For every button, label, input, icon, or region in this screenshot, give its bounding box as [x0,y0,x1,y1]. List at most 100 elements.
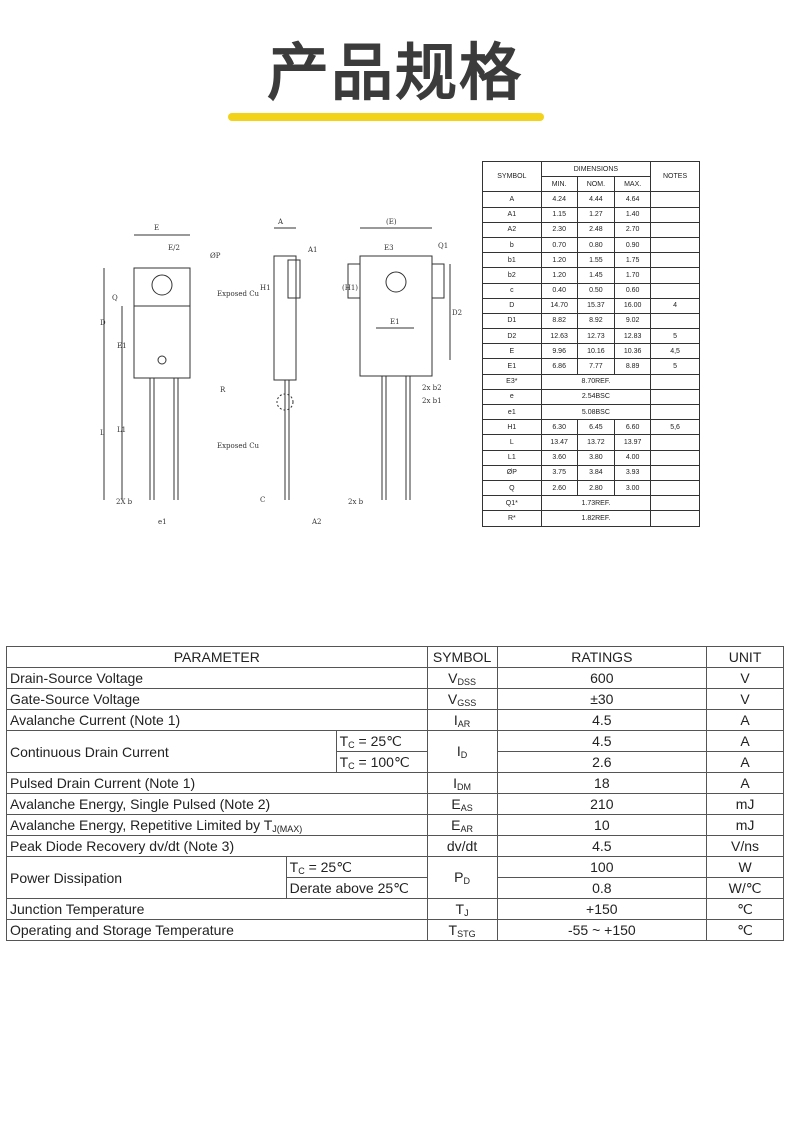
dim-min-cell: 0.40 [540,282,578,299]
dim-notes-cell: 4 [650,297,700,314]
param-cell: Drain-Source Voltage [6,667,428,689]
unit-cell: ℃ [706,919,784,941]
value-cell: 600 [496,667,708,689]
dim-symbol-cell: e [482,388,542,406]
dim-notes-cell [650,267,700,284]
dim-min-cell: 3.75 [540,464,578,481]
dim-symbol-cell: L [482,434,542,451]
symbol-cell: ID [426,730,498,773]
value-cell: 10 [496,814,708,836]
dim-symbol-cell: E1 [482,358,542,375]
dim-nom-cell: 7.77 [576,358,616,375]
dim-nom-cell: 8.92 [576,312,616,330]
title-underline [228,113,544,121]
table-row: Pulsed Drain Current (Note 1) IDM 18 A [6,772,784,794]
label-D2: D2 [452,309,462,317]
dim-nom-cell: 10.16 [576,343,616,360]
dim-min-cell: 2.30 [540,221,578,238]
dim-nom-cell: 2.80 [576,479,616,497]
ratings-header-ratings: RATINGS [496,646,708,668]
unit-cell: V [706,667,784,689]
unit-cell: A [706,730,784,752]
dim-notes-cell [650,449,700,466]
table-row: Avalanche Current (Note 1) IAR 4.5 A [6,709,784,731]
symbol-cell: TSTG [426,919,498,941]
dim-min-cell: 1.20 [540,267,578,284]
dim-notes-cell [650,510,700,527]
dim-max-cell: 1.40 [614,206,652,223]
symbol-cell: VGSS [426,688,498,710]
dim-header-nom: NOM. [576,176,616,193]
dim-symbol-cell: E [482,343,542,360]
symbol-cell: VDSS [426,667,498,689]
table-row: Peak Diode Recovery dv/dt (Note 3) dv/dt… [6,835,784,857]
dim-min-cell: 1.15 [540,206,578,223]
table-row: Power Dissipation TC = 25℃ PD 100 W [6,856,784,899]
dim-max-cell: 10.36 [614,343,652,360]
value-cell: 4.5 [496,709,708,731]
dim-max-cell: 1.70 [614,267,652,284]
dim-max-cell: 4.00 [614,449,652,466]
value-cell: 2.6 [496,751,708,773]
value-cell: 4.5 [496,835,708,857]
dim-nom-cell: 1.55 [576,252,616,269]
dim-max-cell: 8.89 [614,358,652,375]
table-row: Junction Temperature TJ +150 ℃ [6,898,784,920]
value-cell: -55 ~ +150 [496,919,708,941]
label-C: C [260,496,265,504]
unit-cell: A [706,709,784,731]
dim-notes-cell [650,388,700,406]
ratings-table: PARAMETER SYMBOL RATINGS UNIT Drain-Sour… [6,646,784,941]
dim-max-cell: 3.93 [614,464,652,481]
label-L1: L1 [117,426,126,434]
dim-symbol-cell: Q1* [482,495,542,512]
dim-max-cell: 6.60 [614,419,652,436]
param-cell: Junction Temperature [6,898,428,920]
param-cell: Continuous Drain Current [6,730,337,773]
dim-symbol-cell: c [482,282,542,299]
ratings-header-parameter: PARAMETER [6,646,428,668]
dim-symbol-cell: R* [482,510,542,527]
ratings-header-unit: UNIT [706,646,784,668]
condition-cell: TC = 25℃ [285,856,428,878]
dim-row: E3*8.70REF. [482,373,700,390]
label-L: L [100,429,105,437]
dim-nom-cell: 1.45 [576,267,616,284]
table-row: Avalanche Energy, Repetitive Limited by … [6,814,784,836]
dim-max-cell: 9.02 [614,312,652,330]
dim-nom-cell: 1.27 [576,206,616,223]
table-row: Drain-Source Voltage VDSS 600 V [6,667,784,689]
dim-value-cell: 1.73REF. [540,495,652,512]
dim-row: R*1.82REF. [482,510,700,527]
dim-symbol-cell: A2 [482,221,542,238]
param-cell: Pulsed Drain Current (Note 1) [6,772,428,794]
symbol-cell: PD [426,856,498,899]
param-cell: Avalanche Energy, Repetitive Limited by … [6,814,428,836]
dim-min-cell: 4.24 [540,191,578,208]
unit-cell: mJ [706,793,784,815]
dim-notes-cell: 5,6 [650,419,700,436]
label-E: E [154,224,159,232]
dim-symbol-cell: b2 [482,267,542,284]
dim-max-cell: 1.75 [614,252,652,269]
label-R: R [220,386,226,394]
dim-symbol-cell: ØP [482,464,542,481]
dim-symbol-cell: H1 [482,419,542,436]
param-cell: Gate-Source Voltage [6,688,428,710]
dim-min-cell: 6.86 [540,358,578,375]
dim-nom-cell: 3.84 [576,464,616,481]
symbol-cell: EAR [426,814,498,836]
label-H1-paren: (H1) [342,284,358,292]
label-D: D [100,319,106,327]
dim-max-cell: 0.90 [614,236,652,254]
dim-symbol-cell: b [482,236,542,254]
